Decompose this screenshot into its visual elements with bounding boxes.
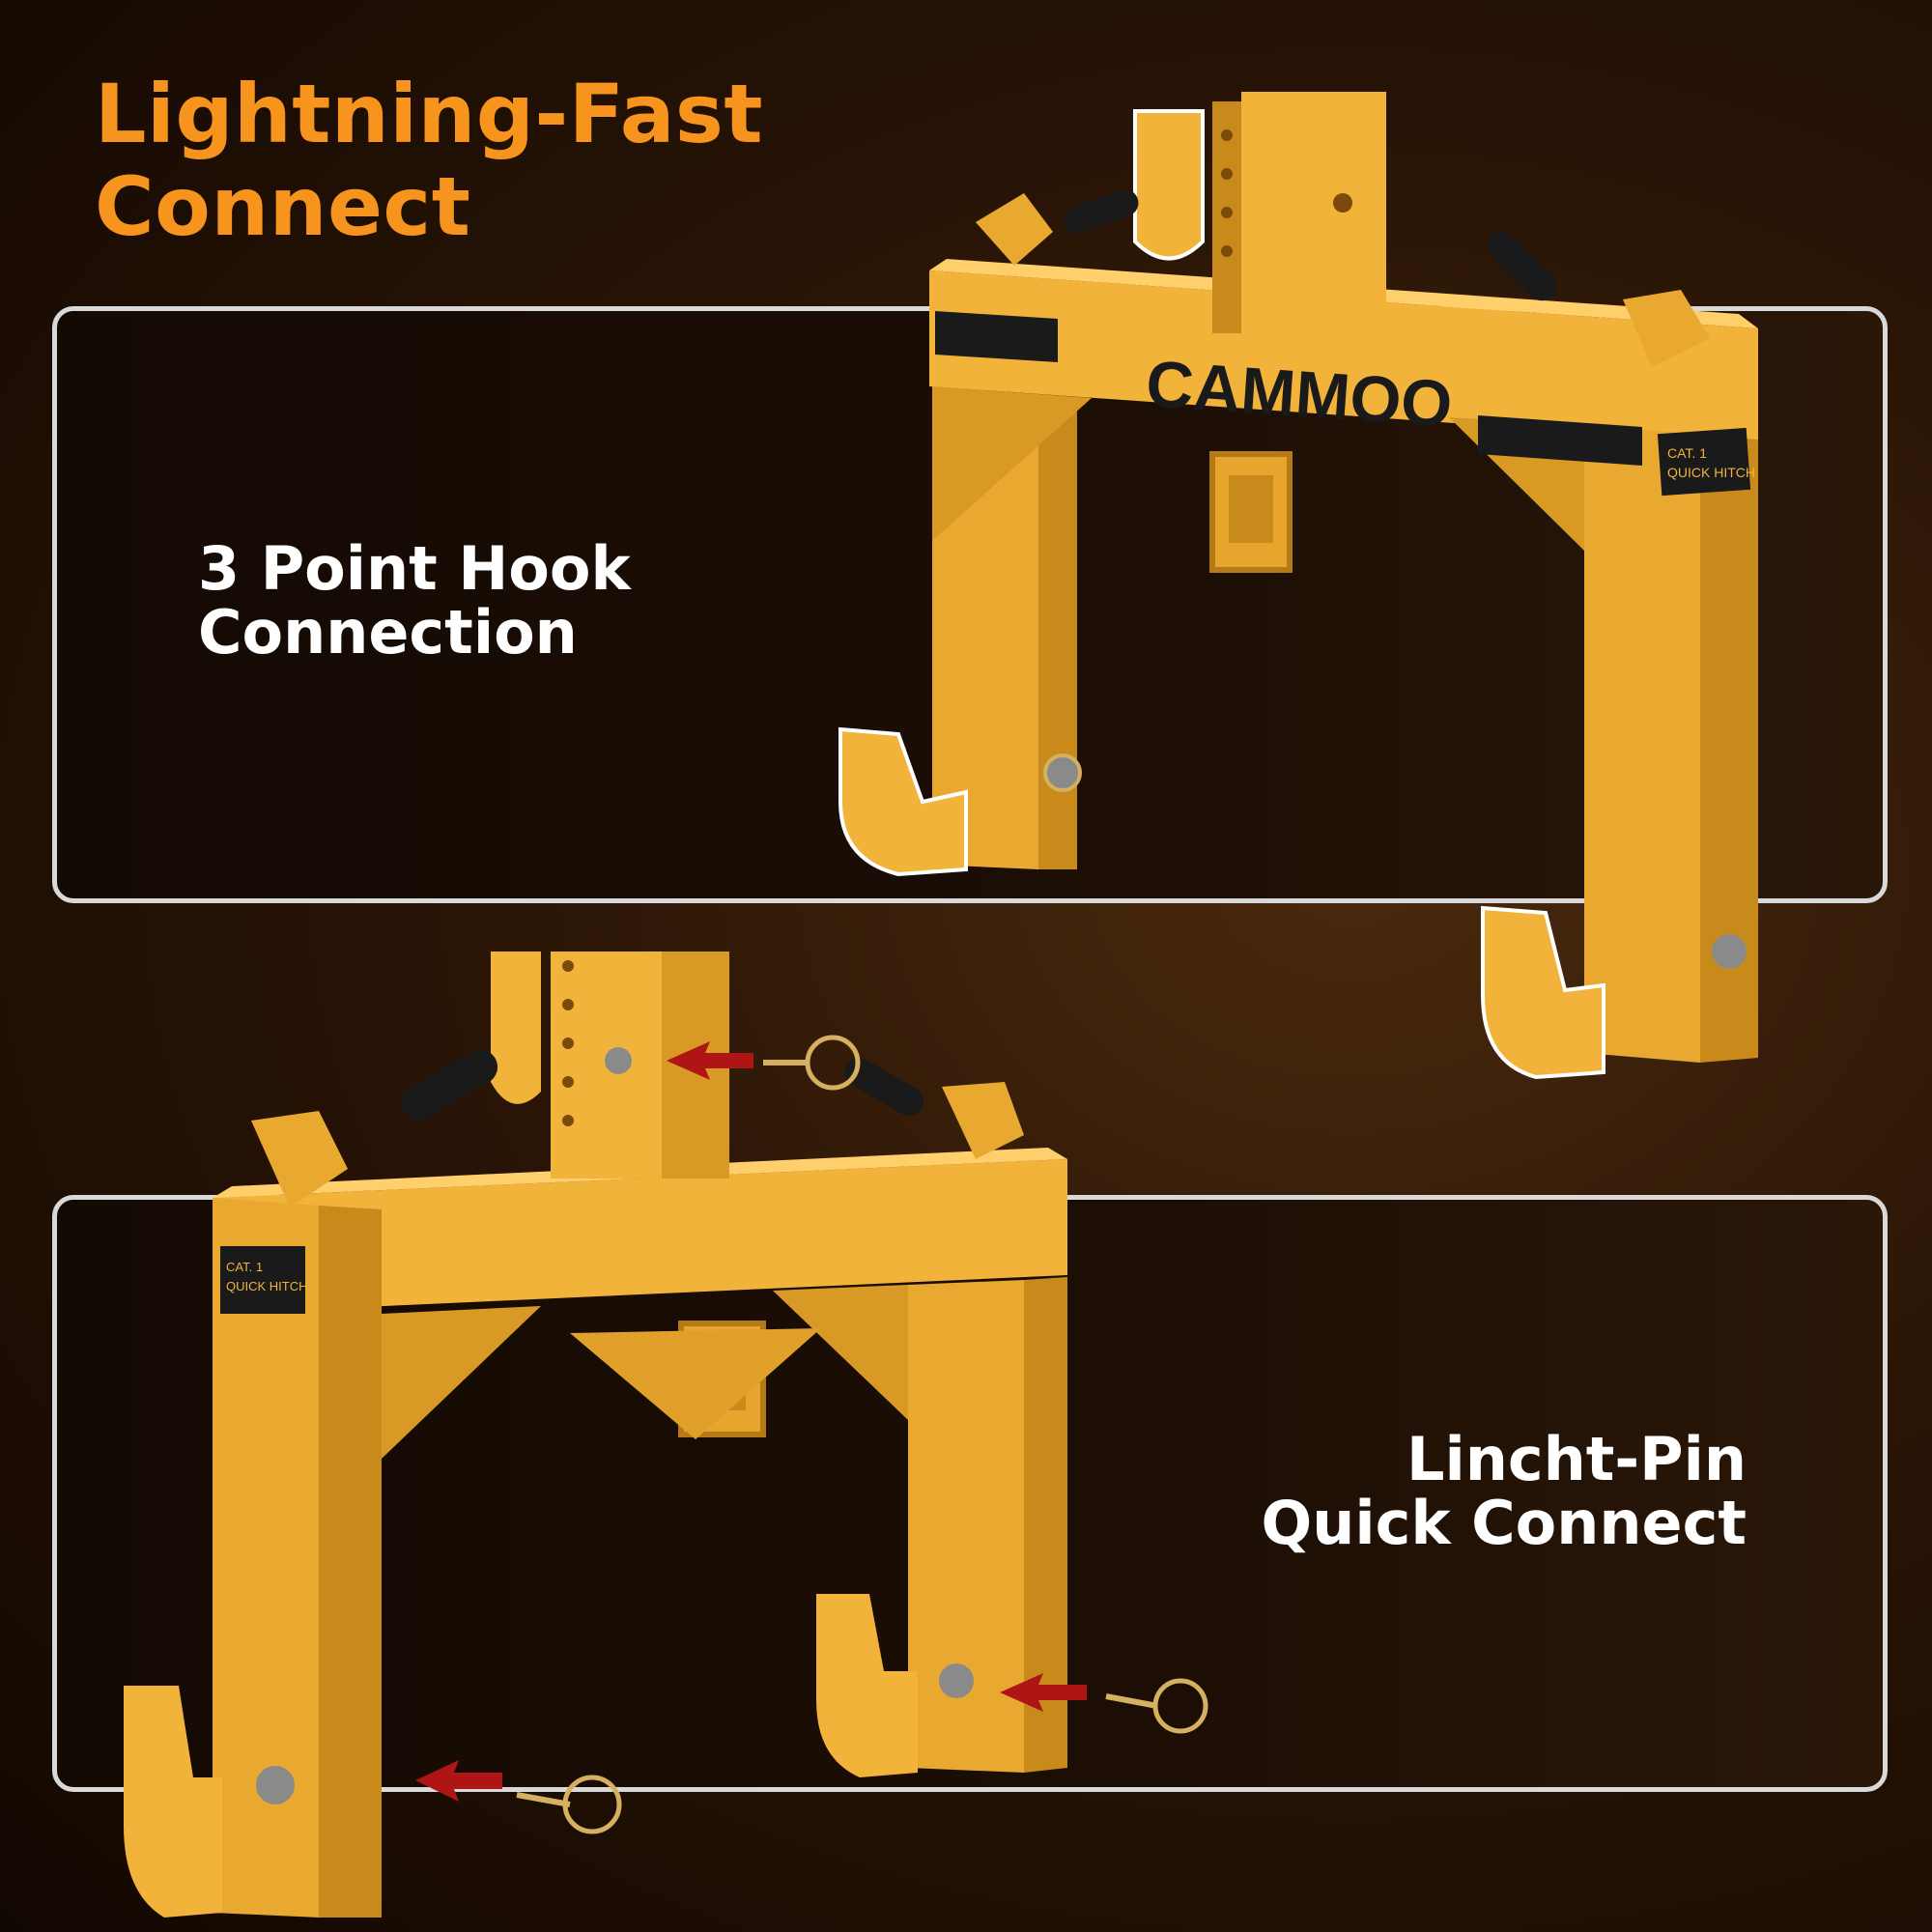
caption-top-line-1: 3 Point Hook	[198, 533, 631, 604]
caption-3-point-hook: 3 Point Hook Connection	[198, 537, 631, 665]
caption-top-line-2: Connection	[198, 597, 578, 668]
label-top-line-2: QUICK HITCH	[1667, 465, 1755, 480]
caption-linch-pin: Lincht-Pin Quick Connect	[1262, 1428, 1747, 1555]
hitch-top-frame	[838, 92, 1758, 1080]
headline: Lightning-Fast Connect	[95, 68, 763, 253]
caption-bottom-line-1: Lincht-Pin	[1406, 1424, 1747, 1494]
headline-line-2: Connect	[95, 159, 471, 254]
hitch-top-stripes	[935, 311, 1642, 466]
label-plate-top: CAT. 1 QUICK HITCH	[1657, 427, 1755, 497]
label-top-line-1: CAT. 1	[1667, 445, 1707, 461]
caption-bottom-line-2: Quick Connect	[1261, 1488, 1747, 1558]
headline-line-1: Lightning-Fast	[95, 67, 764, 161]
